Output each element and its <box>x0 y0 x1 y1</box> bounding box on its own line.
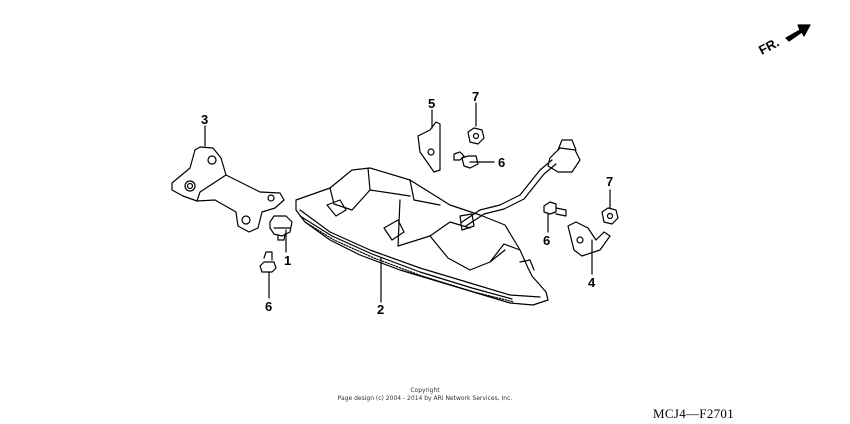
bracket-left <box>171 146 285 233</box>
callout-bracket-top: 5 <box>428 96 435 111</box>
copyright-notice: Page design (c) 2004 - 2014 by ARI Netwo… <box>337 395 513 402</box>
callout-screw-top: 6 <box>498 155 505 170</box>
screw-right <box>543 201 567 217</box>
leader-lines <box>204 102 611 303</box>
nut-top <box>467 127 485 145</box>
callout-lens-housing: 2 <box>377 302 384 317</box>
callout-nut-right: 7 <box>606 174 613 189</box>
wire-harness <box>459 139 581 231</box>
callout-screw-right: 6 <box>543 233 550 248</box>
bracket-right <box>567 221 611 257</box>
diagram-code: MCJ4—F2701 <box>653 406 735 421</box>
callout-screw-left-bottom: 6 <box>265 299 272 314</box>
callout-bracket-left: 3 <box>201 112 208 127</box>
forward-arrow-icon <box>785 24 811 42</box>
front-direction-label: FR. <box>756 35 782 58</box>
nut-right <box>601 207 619 225</box>
lens-housing <box>295 167 549 306</box>
copyright-heading: Copyright <box>410 387 440 394</box>
screw-top <box>453 151 479 169</box>
bolt-left <box>269 215 293 241</box>
screw-left-bottom <box>259 251 277 273</box>
callout-bolt-left: 1 <box>284 253 291 268</box>
front-direction-marker: FR. <box>756 24 811 58</box>
bracket-top <box>417 121 441 173</box>
callout-nut-top: 7 <box>472 89 479 104</box>
callout-bracket-right: 4 <box>588 275 596 290</box>
